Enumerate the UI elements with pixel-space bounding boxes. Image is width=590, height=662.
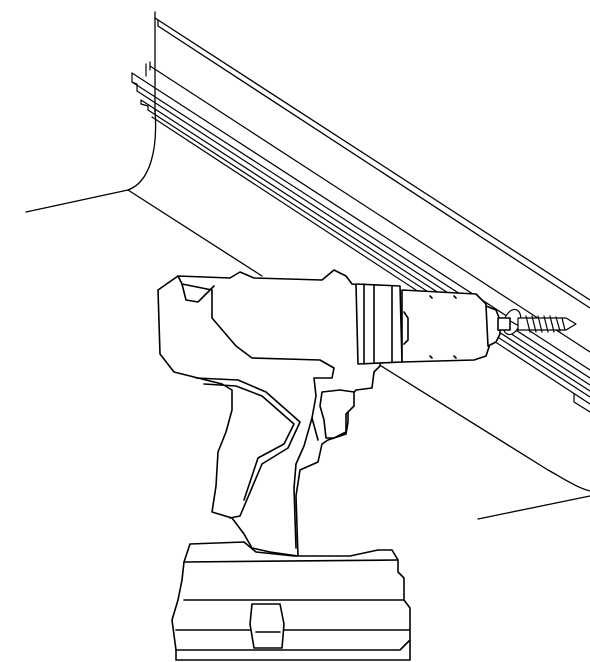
cove-molding <box>127 11 590 492</box>
drill-grip-panel <box>195 377 301 519</box>
wall-corner-line-right <box>477 495 590 520</box>
molding-top-edge-2 <box>157 25 590 309</box>
molding-curve-profile <box>127 109 157 191</box>
drill-motor-panel <box>181 283 335 379</box>
rail-line-1 <box>149 65 590 353</box>
rail-end-cap-a <box>131 72 138 92</box>
mounting-rail <box>131 61 590 413</box>
drill-clutch-collar <box>355 283 403 365</box>
cordless-drill <box>157 269 511 661</box>
drill-body <box>157 269 381 557</box>
drill-chuck <box>401 289 491 363</box>
drill-battery <box>171 541 411 651</box>
molding-top-edge-1 <box>154 17 590 301</box>
drill-chuck-ticks <box>429 295 457 359</box>
drill-rear-grip <box>293 417 313 549</box>
drill-battery-release <box>249 603 285 649</box>
rail-line-7 <box>151 116 590 405</box>
drill-battery-foot <box>175 639 411 661</box>
drill-housing-seam <box>177 275 215 303</box>
drill-chuck-nose <box>485 305 501 347</box>
drill-bit <box>497 317 511 331</box>
drill-grip-inner <box>203 383 295 501</box>
drill-battery-top-edge <box>183 559 399 563</box>
drill-trigger-guard <box>311 377 319 441</box>
screw-threads <box>525 315 566 333</box>
rail-right-step <box>573 393 590 413</box>
rail-end-cap-b <box>140 99 149 111</box>
room-scene <box>25 189 590 520</box>
rail-line-5 <box>140 99 590 392</box>
molding-bottom-edge-right <box>377 363 590 492</box>
rail-end-cap-c <box>145 61 151 77</box>
molding-bottom-edge <box>127 189 263 277</box>
drill-trigger <box>319 389 355 439</box>
rail-line-6 <box>147 109 590 398</box>
rail-line-4 <box>136 90 590 386</box>
screw-shank <box>517 317 577 331</box>
wall-corner-line-left <box>25 189 129 213</box>
screw <box>502 308 577 336</box>
drill-chuck-seam <box>403 311 409 345</box>
